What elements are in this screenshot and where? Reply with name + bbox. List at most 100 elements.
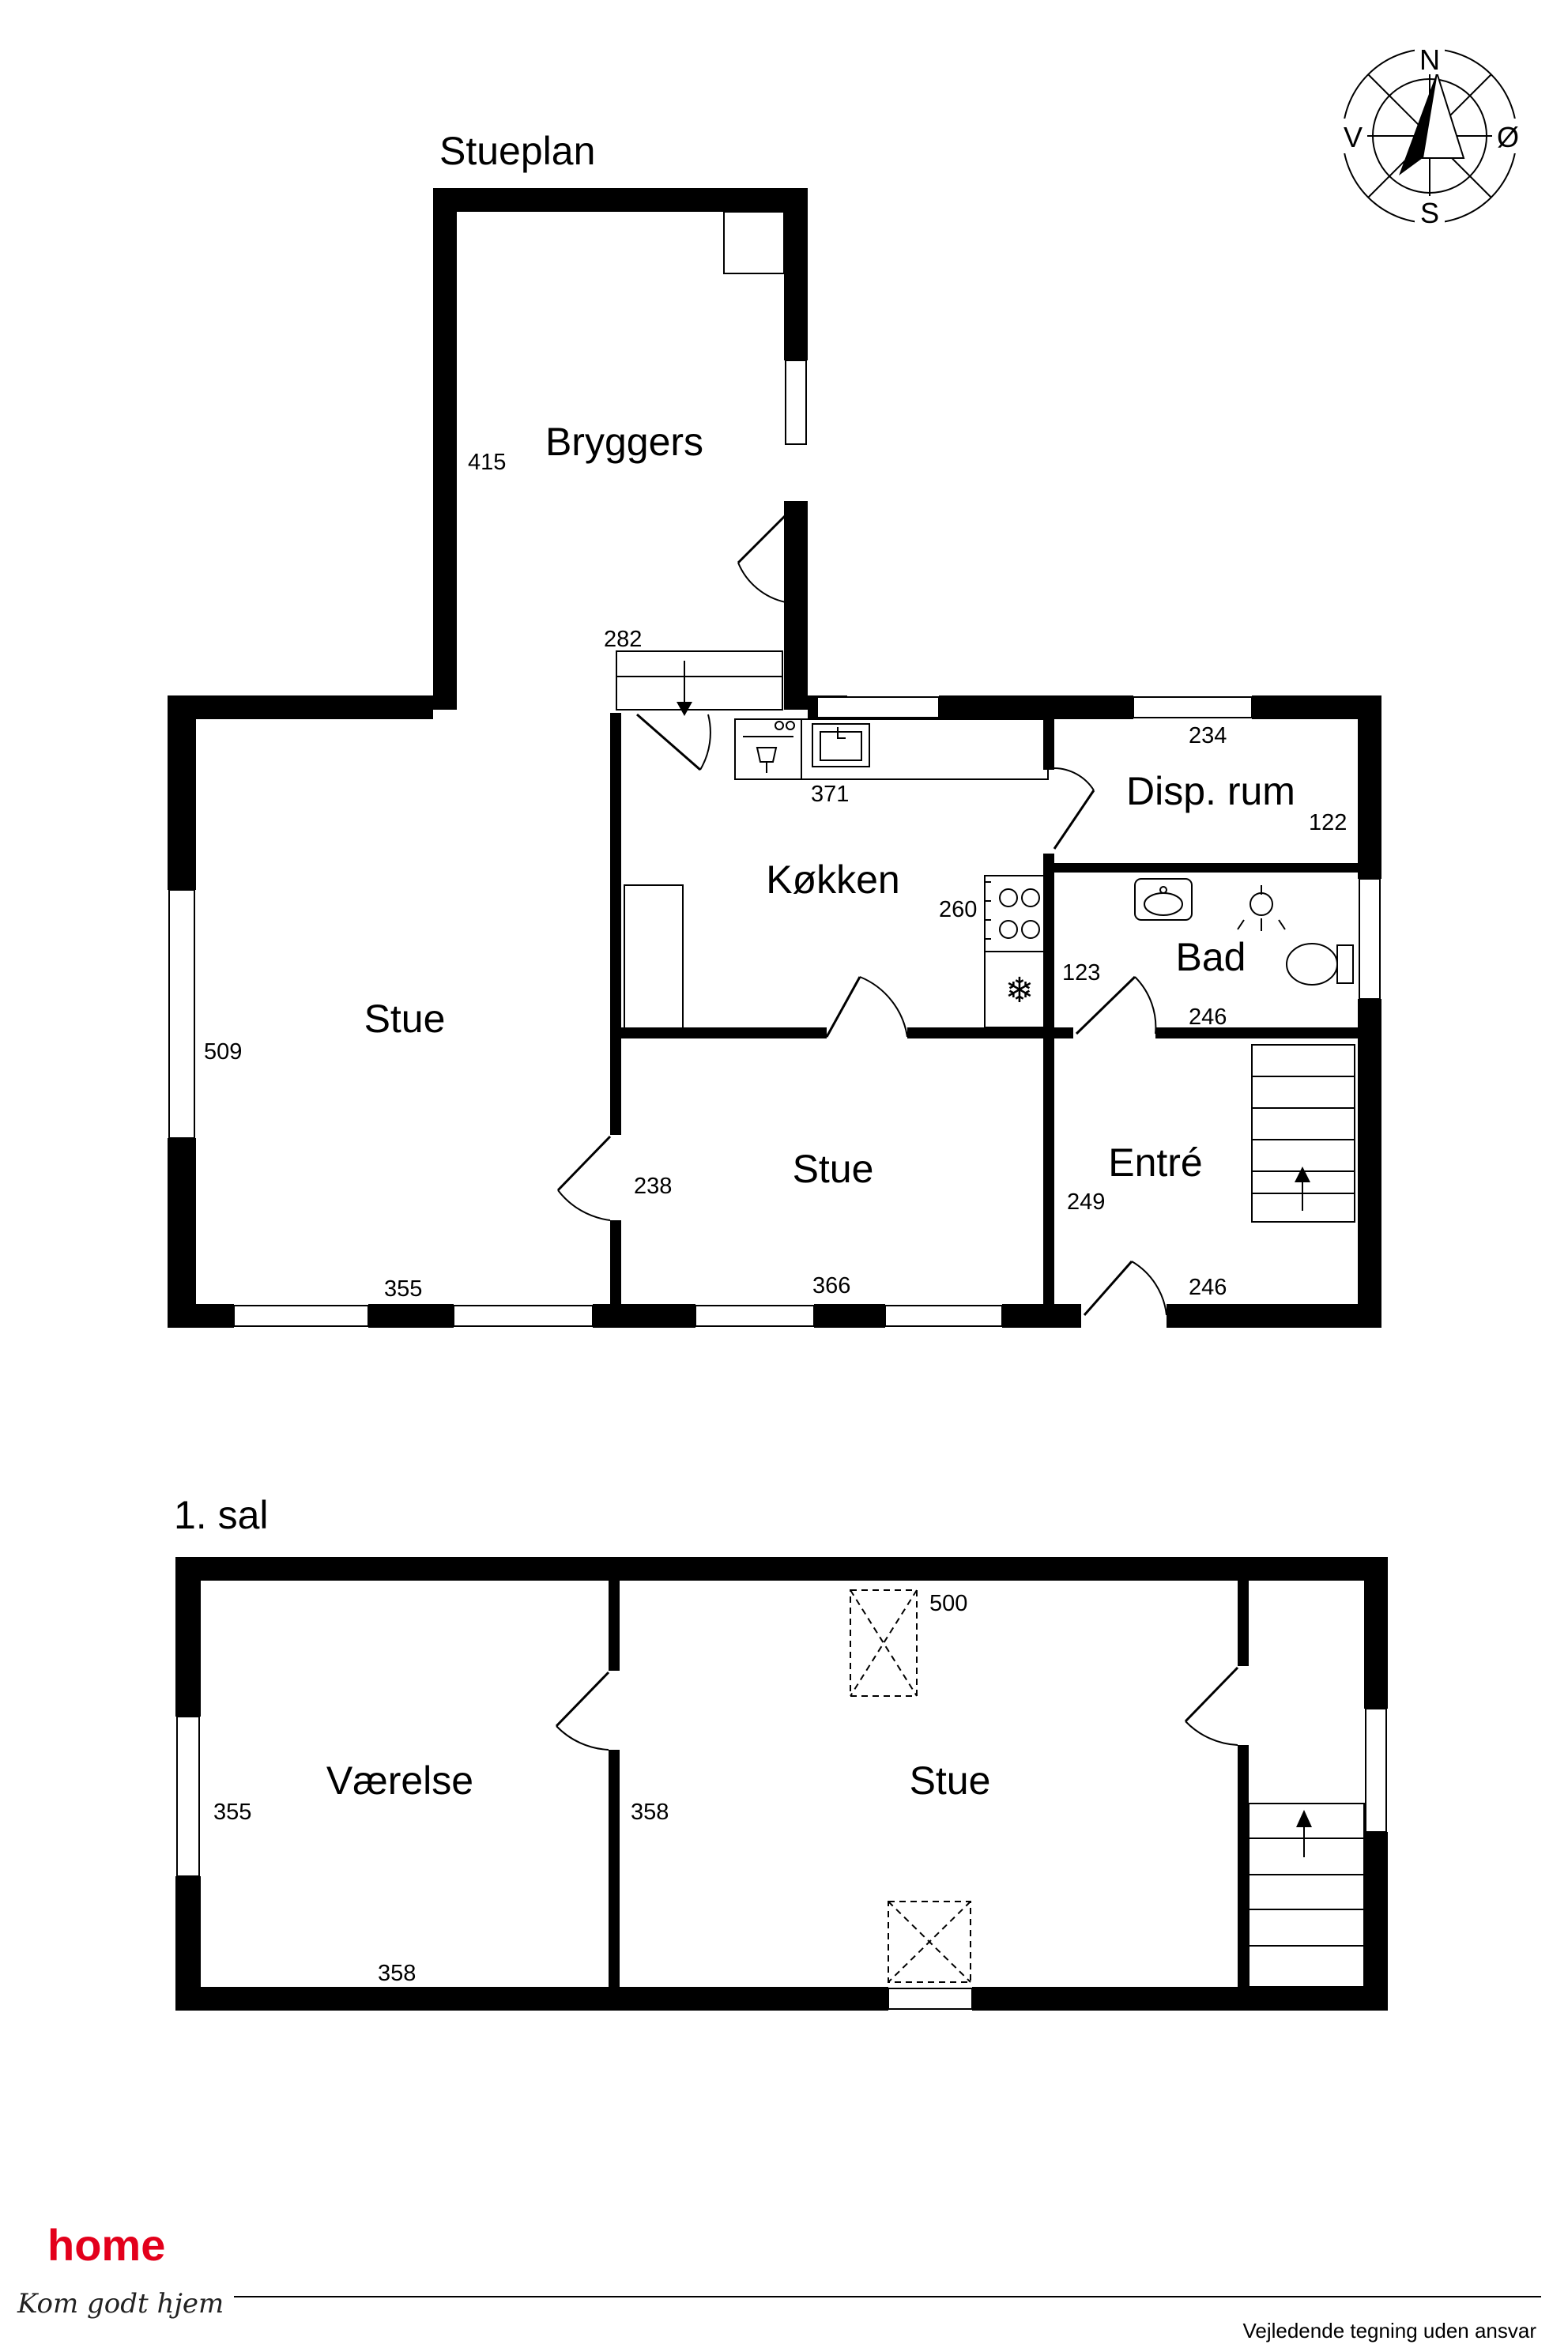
compass-west: V (1344, 121, 1363, 153)
disclaimer-text: Vejledende tegning uden ansvar (1242, 2319, 1536, 2343)
wall (593, 1304, 695, 1328)
brand-tagline: Kom godt hjem (17, 2288, 224, 2320)
wall (609, 1750, 620, 1987)
wall (1054, 1027, 1073, 1038)
room-label-bad: Bad (1176, 935, 1246, 979)
ground-floor-plan: Stueplan (168, 129, 1381, 1328)
wall (168, 1138, 196, 1328)
chimney (723, 211, 785, 274)
door (1184, 1666, 1239, 1723)
steps (616, 650, 783, 710)
window (233, 1305, 369, 1327)
dimension-label: 358 (631, 1800, 669, 1825)
dimension-label: 509 (204, 1039, 242, 1065)
window (816, 696, 940, 718)
wall (175, 1557, 201, 1717)
dimension-label: 123 (1062, 960, 1100, 986)
dimension-label: 249 (1067, 1189, 1105, 1215)
wall (610, 713, 621, 1135)
compass-north: N (1419, 43, 1440, 76)
compass-needle-dark (1399, 73, 1437, 175)
dimension-label: 371 (811, 782, 849, 807)
first-floor-plan: 1. sal (174, 1493, 1388, 2011)
wall (1358, 695, 1381, 879)
wall (907, 1027, 1065, 1038)
wall (1002, 1304, 1081, 1328)
door (1053, 790, 1095, 850)
wall (621, 1027, 827, 1038)
cabinet (624, 884, 684, 1033)
door (555, 1671, 610, 1728)
skylight (888, 1901, 971, 1983)
door (737, 514, 787, 564)
compass-needle-light (1421, 72, 1465, 159)
compass-south: S (1420, 197, 1439, 229)
wall (1167, 1304, 1381, 1328)
skylight (850, 1589, 918, 1697)
ground-floor-title: Stueplan (439, 129, 595, 173)
wall (814, 1304, 885, 1328)
window (168, 889, 195, 1139)
dishwasher-icon (734, 718, 802, 780)
wall (939, 695, 1133, 719)
dimension-label: 282 (604, 627, 642, 652)
wall (1043, 854, 1054, 1309)
compass: N V Ø S (1339, 43, 1524, 229)
dimension-label: 358 (378, 1961, 416, 1986)
wall (1364, 1557, 1388, 1709)
wall (175, 1557, 1388, 1581)
room-label-stue: Stue (364, 997, 446, 1041)
wall (168, 695, 433, 719)
room-label-vaerelse: Værelse (326, 1758, 473, 1803)
washbasin-icon (1134, 878, 1193, 921)
dimension-label: 355 (384, 1276, 422, 1302)
wall (610, 1220, 621, 1315)
wall (168, 695, 196, 890)
wall (1238, 1581, 1249, 1666)
fridge-icon (984, 951, 1046, 1028)
stairs (1251, 1044, 1355, 1223)
dimension-label: 246 (1189, 1275, 1227, 1300)
wall (972, 1987, 1388, 2011)
door (825, 976, 861, 1038)
first-floor-title: 1. sal (174, 1493, 269, 1537)
dimension-label: 500 (929, 1591, 967, 1616)
window (1365, 1708, 1387, 1833)
dimension-label: 355 (213, 1800, 251, 1825)
dimension-label: 366 (812, 1273, 850, 1298)
svg-text:❄: ❄ (1005, 971, 1035, 1011)
dimension-label: 260 (939, 897, 977, 922)
wall (433, 188, 457, 710)
window (1133, 696, 1253, 718)
dimension-label: 238 (634, 1174, 672, 1199)
door (556, 1135, 612, 1192)
wall (609, 1581, 620, 1671)
room-label-disp-rum: Disp. rum (1126, 769, 1295, 813)
room-label-stue: Stue (910, 1758, 991, 1803)
brand-logo: home (47, 2220, 165, 2270)
wall (1155, 1027, 1358, 1038)
wall (368, 1304, 454, 1328)
dimension-label: 246 (1189, 1004, 1227, 1030)
sink-icon (812, 723, 870, 767)
room-label-entre: Entré (1108, 1140, 1203, 1185)
wall (433, 188, 808, 212)
wall (1364, 1832, 1388, 2011)
wall (168, 1304, 234, 1328)
dimension-label: 234 (1189, 723, 1227, 748)
wall (1054, 863, 1358, 873)
room-label-bryggers: Bryggers (545, 420, 703, 464)
room-label-stue: Stue (793, 1147, 874, 1191)
door (636, 713, 701, 771)
dimension-label: 415 (468, 450, 506, 475)
wall (175, 1987, 888, 2011)
window (1359, 878, 1381, 1000)
door (1075, 975, 1136, 1035)
stove-icon (984, 875, 1046, 952)
wall (1238, 1745, 1249, 1987)
wall (1358, 999, 1381, 1328)
wall (784, 188, 808, 360)
window (453, 1305, 594, 1327)
window (785, 360, 807, 445)
